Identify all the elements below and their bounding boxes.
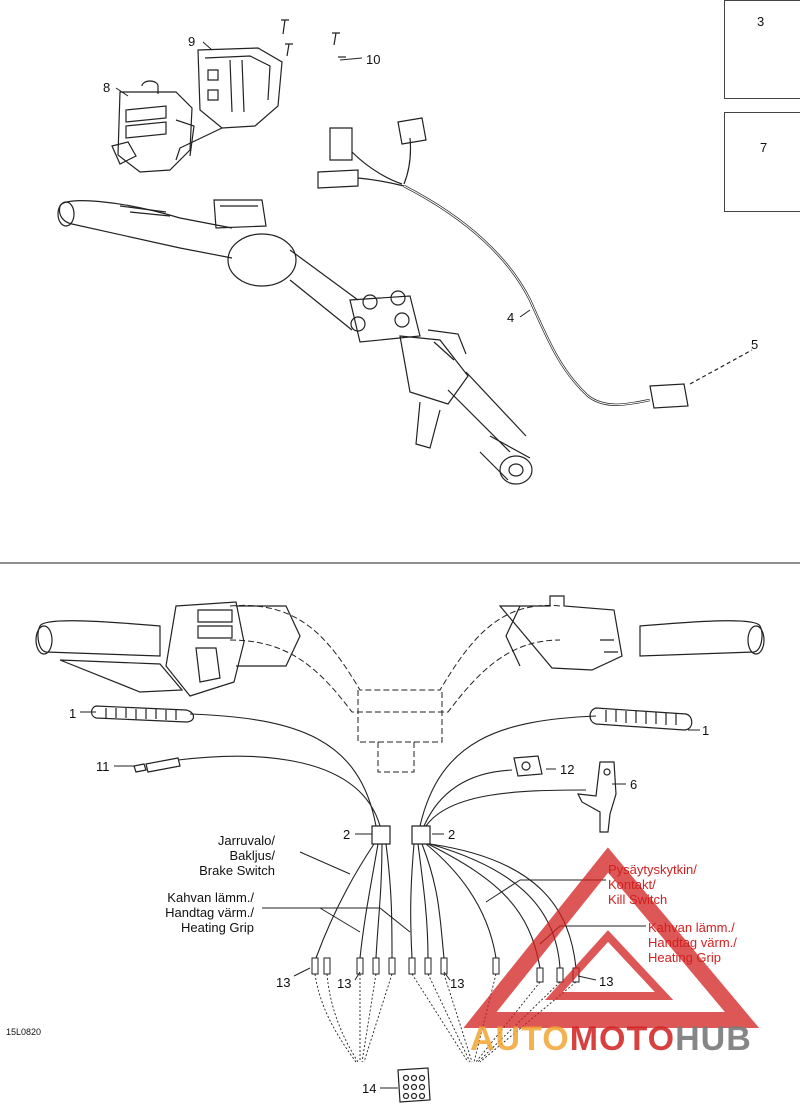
callout-13-d: 13 [599, 974, 614, 989]
grip-heater-left-1 [90, 705, 195, 723]
callout-2-left: 2 [343, 827, 351, 842]
brake-switch-label: Jarruvalo/ Bakljus/ Brake Switch [185, 833, 275, 878]
sensor-11 [133, 757, 181, 773]
callout-7: 7 [760, 140, 768, 155]
callout-14: 14 [362, 1081, 377, 1096]
heat-right-label-en: Heating Grip [648, 950, 721, 965]
callout-4: 4 [507, 310, 515, 325]
part-box-3 [724, 0, 800, 99]
heat-right-label-sv: Handtag värm./ [648, 935, 737, 950]
switch-housing-8 [111, 80, 195, 173]
heat-right-label-fi: Kahvan lämm./ [648, 920, 735, 935]
sleeve-right-2 [411, 825, 431, 845]
heating-grip-label-left: Kahvan lämm./ Handtag värm./ Heating Gri… [140, 890, 254, 935]
right-grip-throttle [498, 595, 765, 671]
watermark-logo: AUTOMOTOHUB [470, 1020, 752, 1059]
harness-4 [317, 117, 651, 406]
logo-moto: MOTO [569, 1020, 676, 1058]
connector-14 [397, 1067, 431, 1103]
callout-13-c: 13 [450, 976, 465, 991]
callout-1-left: 1 [69, 706, 77, 721]
terminal-12 [513, 755, 543, 777]
kill-switch-label: Pysäytyskytkin/ Kontakt/ Kill Switch [608, 862, 728, 907]
heat-left-label-fi: Kahvan lämm./ [167, 890, 254, 905]
callout-10: 10 [366, 52, 381, 67]
callout-11: 11 [96, 759, 110, 774]
connector-5 [649, 349, 753, 409]
watermark-triangle-inner [545, 930, 674, 1000]
part-box-7 [724, 112, 800, 212]
callout-1-right: 1 [702, 723, 710, 738]
left-grip-switch [35, 601, 301, 697]
callout-6: 6 [630, 777, 638, 792]
sleeve-left-2 [371, 825, 391, 845]
heat-left-label-sv: Handtag värm./ [165, 905, 254, 920]
heating-grip-label-right: Kahvan lämm./ Handtag värm./ Heating Gri… [648, 920, 768, 965]
drawing-code: 15L0820 [6, 1027, 42, 1037]
brake-label-fi: Jarruvalo/ [217, 833, 275, 848]
callout-12: 12 [560, 762, 575, 777]
callout-3: 3 [757, 14, 765, 29]
kill-label-en: Kill Switch [608, 892, 668, 907]
callout-5: 5 [751, 337, 759, 352]
grip-heater-right-1 [589, 707, 693, 731]
watermark-triangle [463, 847, 760, 1028]
kill-label-sv: Kontakt/ [608, 877, 656, 892]
handlebar-assembly [57, 199, 533, 485]
callout-13-a: 13 [276, 975, 291, 990]
handlebar-outline [229, 604, 561, 773]
kill-label-fi: Pysäytyskytkin/ [608, 862, 697, 877]
housing-part-9 [175, 47, 283, 161]
callout-2-right: 2 [448, 827, 456, 842]
callout-8: 8 [103, 80, 111, 95]
brake-label-sv: Bakljus/ [229, 848, 275, 863]
callout-9: 9 [188, 34, 196, 49]
bracket-6 [576, 761, 617, 833]
screws [281, 19, 346, 58]
logo-auto: AUTO [470, 1020, 570, 1058]
logo-hub: HUB [675, 1020, 752, 1058]
heat-left-label-en: Heating Grip [181, 920, 254, 935]
brake-label-en: Brake Switch [199, 863, 275, 878]
harness-wires [177, 713, 597, 827]
callout-13-b: 13 [337, 976, 352, 991]
